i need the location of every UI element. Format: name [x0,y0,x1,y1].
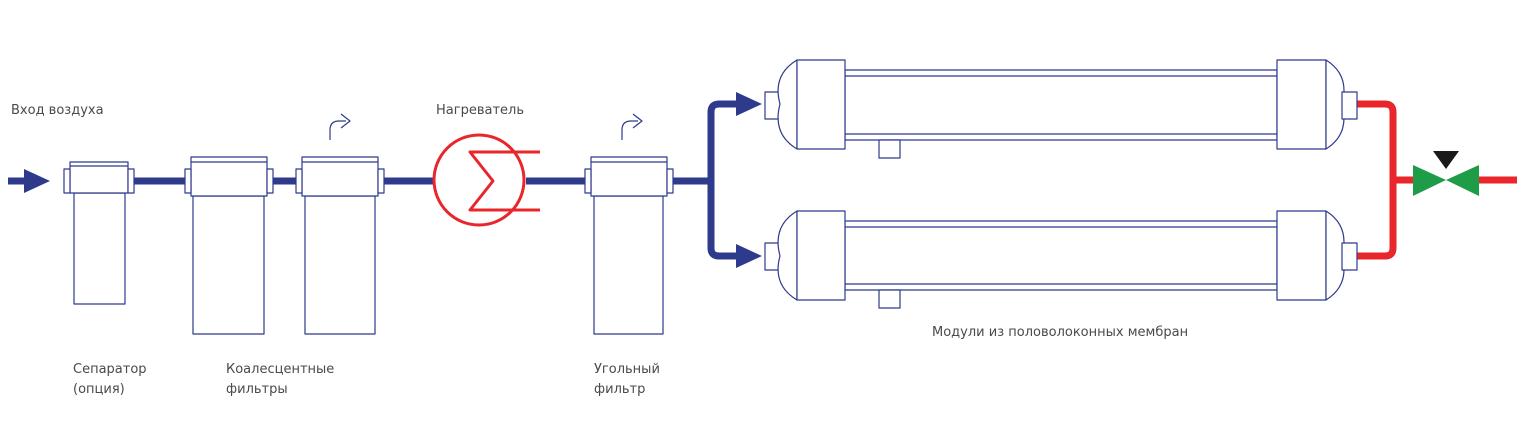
inlet-pipeline [8,100,740,260]
control-valve-icon [1413,151,1479,196]
curved-arrow-icon [329,113,351,140]
membrane-module-bottom [764,210,1358,309]
outlet-pipeline [1357,100,1517,260]
branch-pipe-top [707,100,740,181]
arrow-top-icon [736,92,762,116]
separator-label-line1: Сепаратор [73,362,147,377]
carbon-filter-label-line2: фильтр [594,382,646,397]
air-inlet-label: Вход воздуха [11,103,104,118]
carbon-filter [584,156,674,335]
heat-exchanger-icon [432,133,540,227]
branch-pipe-bottom [707,181,740,260]
coalescent-filter-1 [184,156,274,335]
separator-label-line2: (опция) [73,382,125,397]
coalescent-label-line2: фильтры [226,382,288,397]
separator [63,161,135,305]
inlet-arrow-icon [24,169,50,193]
flow-arrows [24,92,762,268]
membranes-label: Модули из половолоконных мембран [932,325,1189,340]
coalescent-label-line1: Коалесцентные [226,362,335,377]
membrane-module-top [764,59,1358,159]
valve-actuator-icon [1433,151,1459,169]
arrow-bottom-icon [736,244,762,268]
curved-arrow-icon [621,113,643,140]
coalescent-filter-2 [295,156,385,335]
carbon-filter-label-line1: Угольный [594,362,660,377]
heater-label: Нагреватель [436,103,524,118]
